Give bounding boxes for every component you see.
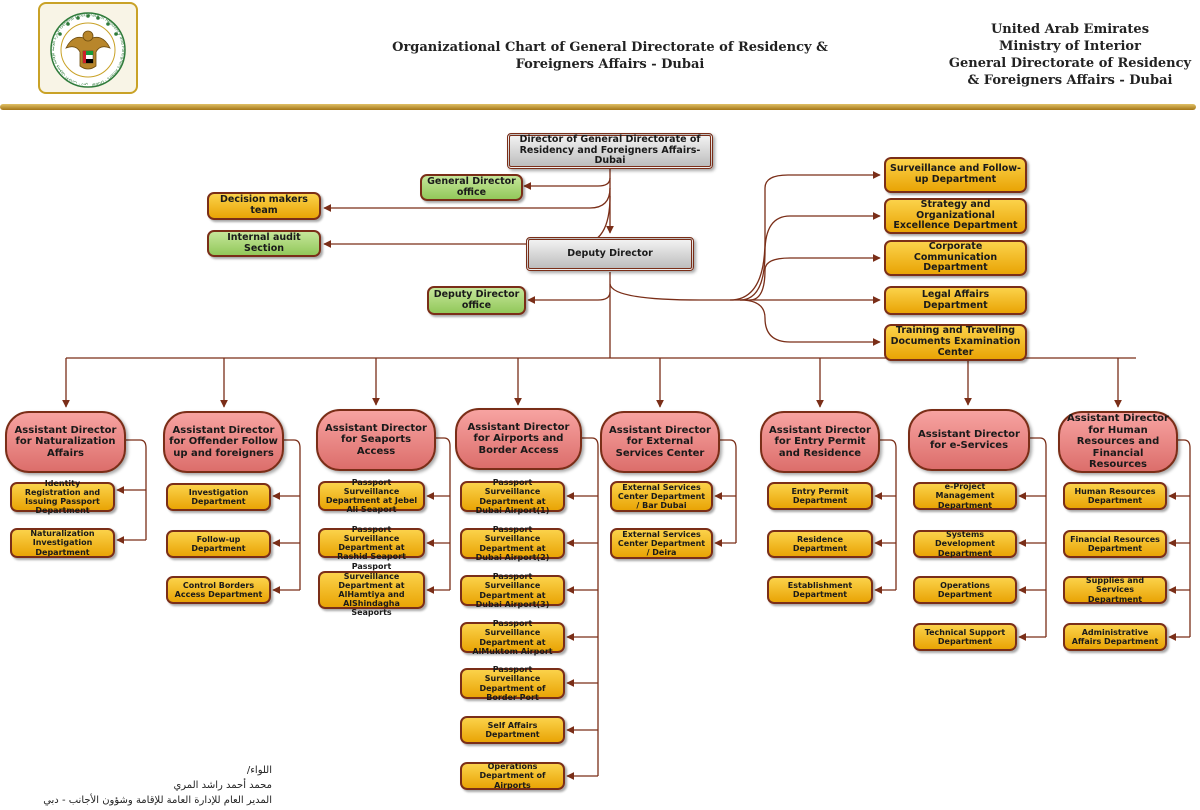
- department-box: Passport Surveillance Department at Duba…: [460, 572, 565, 609]
- department-box: Passport Surveillance Department at Duba…: [460, 525, 565, 562]
- department-box: Financial Resources Department: [1063, 530, 1167, 558]
- deputy-director-office-box: Deputy Director office: [427, 286, 526, 315]
- assistant-hr-financial-box: Assistant Director for Human Resources a…: [1058, 411, 1178, 473]
- department-box: Passport Surveillance Department of Bord…: [460, 665, 565, 702]
- department-box: Passport Surveillance Department at AlMu…: [460, 619, 565, 656]
- department-box: Systems Development Department: [913, 530, 1017, 558]
- deputy-director-box: Deputy Director: [526, 237, 694, 271]
- department-box: Follow-up Department: [166, 530, 271, 558]
- header-divider: [0, 104, 1196, 110]
- assistant-eservices-box: Assistant Director for e-Services: [908, 409, 1030, 471]
- chart-title: Organizational Chart of General Director…: [380, 40, 840, 74]
- assistant-offender-box: Assistant Director for Offender Follow u…: [163, 411, 284, 473]
- signature-rank: اللواء/: [246, 765, 272, 776]
- org-line: General Directorate of Residency: [948, 55, 1192, 71]
- assistant-airports-box: Assistant Director for Airports and Bord…: [455, 408, 582, 470]
- assistant-seaports-box: Assistant Director for Seaports Access: [316, 409, 436, 471]
- org-line: United Arab Emirates: [990, 22, 1150, 37]
- department-box: Investigation Department: [166, 483, 271, 511]
- decision-makers-team-box: Decision makers team: [207, 192, 321, 220]
- department-box: External Services Center Department / Ba…: [610, 481, 713, 512]
- department-box: Passport Surveillance Department at Rash…: [318, 525, 425, 561]
- chart-title-line-1: Organizational Chart of General Director…: [392, 40, 828, 55]
- assistant-entry-permit-box: Assistant Director for Entry Permit and …: [760, 411, 880, 473]
- department-box: Passport Surveillance Department at AlHa…: [318, 562, 425, 617]
- department-box: Control Borders Access Department: [166, 576, 271, 604]
- department-box: Residence Department: [767, 530, 873, 558]
- department-box: Passport Surveillance Department at Duba…: [460, 478, 565, 515]
- department-box: Operations Department: [913, 576, 1017, 604]
- department-box: e-Project Management Department: [913, 482, 1017, 510]
- department-box: Establishment Department: [767, 576, 873, 604]
- department-box: Human Resources Department: [1063, 482, 1167, 510]
- legal-affairs-box: Legal Affairs Department: [884, 286, 1027, 315]
- department-box: Naturalization Investigation Department: [10, 528, 115, 558]
- strategy-excellence-box: Strategy and Organizational Excellence D…: [884, 198, 1027, 234]
- falcon-emblem-icon: الإدارة العامة للإقامة وشؤون الأجانب - د…: [50, 12, 126, 88]
- assistant-naturalization-box: Assistant Director for Naturalization Af…: [5, 411, 126, 473]
- department-box: External Services Center Department / De…: [610, 528, 713, 559]
- corporate-communication-box: Corporate Communication Department: [884, 240, 1027, 276]
- chart-title-line-2: Foreigners Affairs - Dubai: [515, 56, 705, 72]
- department-box: Technical Support Department: [913, 623, 1017, 651]
- internal-audit-box: Internal audit Section: [207, 230, 321, 257]
- training-documents-box: Training and Traveling Documents Examina…: [884, 324, 1027, 361]
- org-line: Ministry of Interior: [999, 38, 1141, 54]
- department-box: Supplies and Services Department: [1063, 576, 1167, 604]
- department-box: Administrative Affairs Department: [1063, 623, 1167, 651]
- org-line: & Foreigners Affairs - Dubai: [967, 72, 1173, 88]
- director-box: Director of General Directorate of Resid…: [507, 133, 713, 169]
- department-box: Entry Permit Department: [767, 482, 873, 510]
- assistant-external-services-box: Assistant Director for External Services…: [600, 411, 720, 473]
- general-director-office-box: General Director office: [420, 174, 523, 201]
- signature-position: المدير العام للإدارة العامة للإقامة وشؤو…: [43, 795, 272, 806]
- department-box: Self Affairs Department: [460, 716, 565, 744]
- organization-block: United Arab Emirates Ministry of Interio…: [940, 22, 1200, 90]
- department-box: Operations Department of Airports: [460, 762, 565, 790]
- surveillance-followup-box: Surveillance and Follow-up Department: [884, 157, 1027, 193]
- department-box: Passport Surveillance Department at Jebe…: [318, 478, 425, 514]
- signature-name: محمد أحمد راشد المري: [173, 780, 272, 791]
- department-box: Identity Registration and Issuing Passpo…: [10, 479, 115, 515]
- emblem-logo: الإدارة العامة للإقامة وشؤون الأجانب - د…: [38, 2, 138, 94]
